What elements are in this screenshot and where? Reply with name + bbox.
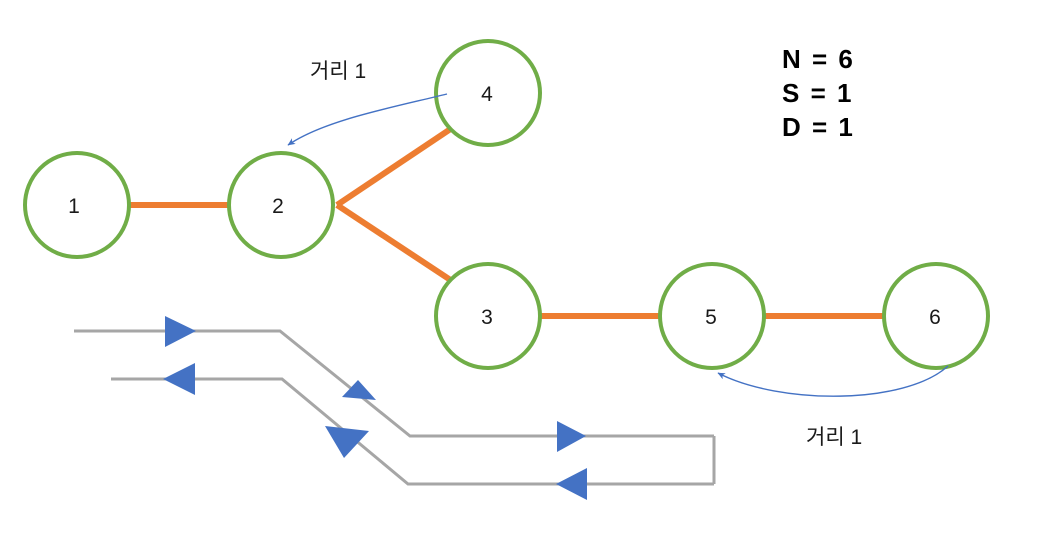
marker-top-diagonal-icon bbox=[342, 380, 376, 400]
node-2-label: 2 bbox=[272, 195, 284, 218]
marker-top-right-icon bbox=[165, 316, 196, 347]
flow-route-top bbox=[74, 329, 714, 438]
graph-nodes: 1 2 3 4 5 6 bbox=[23, 39, 990, 370]
node-3-label: 3 bbox=[481, 306, 493, 329]
node-6-label: 6 bbox=[929, 306, 941, 329]
node-1-circle[interactable] bbox=[23, 151, 131, 259]
distance-arrow-4-to-2 bbox=[287, 93, 448, 146]
marker-lower-left-icon bbox=[556, 468, 587, 500]
stat-d: D = 1 bbox=[782, 112, 855, 142]
node-1-label: 1 bbox=[68, 195, 80, 218]
marker-lower-right-icon bbox=[557, 421, 586, 452]
node-2[interactable]: 2 bbox=[227, 151, 335, 259]
graph-edges bbox=[129, 125, 884, 319]
marker-bottom-left-icon bbox=[163, 363, 195, 395]
node-5-circle[interactable] bbox=[658, 262, 766, 370]
edge-2-3 bbox=[335, 202, 454, 284]
node-1[interactable]: 1 bbox=[23, 151, 131, 259]
distance-label-6-5: 거리 1 bbox=[806, 426, 862, 449]
flow-direction-markers bbox=[163, 316, 587, 500]
node-4-label: 4 bbox=[481, 83, 493, 106]
marker-bottom-diagonal-icon bbox=[325, 426, 369, 458]
distance-arrows bbox=[287, 93, 949, 397]
flow-routes bbox=[74, 329, 716, 486]
node-6[interactable]: 6 bbox=[882, 262, 990, 370]
node-6-circle[interactable] bbox=[882, 262, 990, 370]
edge-2-4 bbox=[335, 125, 454, 208]
distance-label-4-2: 거리 1 bbox=[310, 60, 366, 83]
flow-route-bottom bbox=[111, 377, 714, 486]
node-3-circle[interactable] bbox=[434, 262, 542, 370]
node-4[interactable]: 4 bbox=[434, 39, 542, 147]
stats-panel: N = 6 S = 1 D = 1 bbox=[782, 42, 855, 144]
node-4-circle[interactable] bbox=[434, 39, 542, 147]
node-3[interactable]: 3 bbox=[434, 262, 542, 370]
distance-arrow-6-to-5 bbox=[717, 365, 949, 397]
node-5-label: 5 bbox=[705, 306, 717, 329]
stat-s: S = 1 bbox=[782, 78, 854, 108]
node-5[interactable]: 5 bbox=[658, 262, 766, 370]
stat-n: N = 6 bbox=[782, 44, 855, 74]
node-2-circle[interactable] bbox=[227, 151, 335, 259]
